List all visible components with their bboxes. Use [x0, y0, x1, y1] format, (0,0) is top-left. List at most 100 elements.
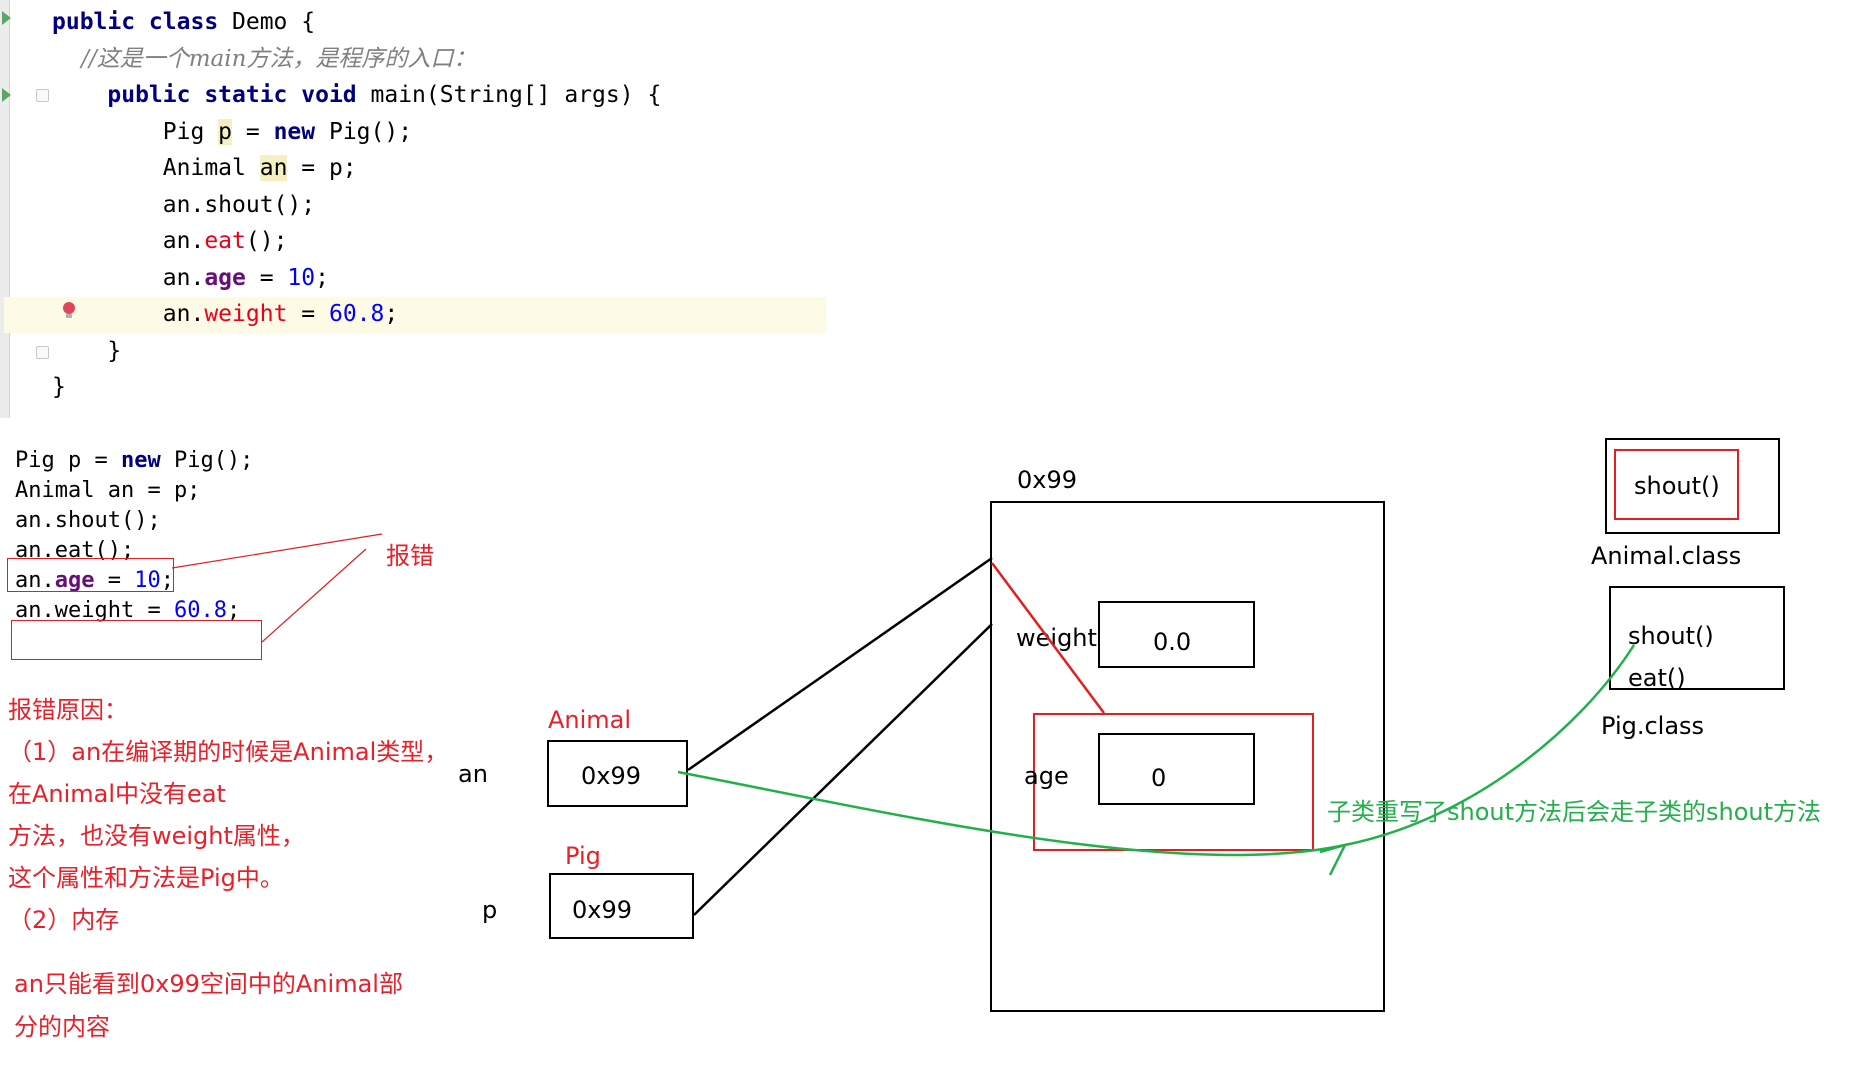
code-token: (); [245, 228, 288, 254]
code-line: an.age = 10; [15, 566, 174, 596]
code-token: main(String[] args) { [370, 82, 662, 108]
code-token: Pig(); [173, 448, 254, 473]
code-token: public static void [52, 82, 371, 108]
editor-gutter [0, 0, 10, 418]
code-token: an. [52, 264, 205, 291]
code-token: an.weight = [15, 598, 174, 623]
animal-shout-box [1614, 449, 1739, 520]
code-line: //这是一个main方法，是程序的入口： [52, 41, 476, 77]
code-token: public class [52, 9, 233, 35]
code-token: an.shout(); [15, 508, 161, 533]
p-reference-arrow [693, 623, 993, 916]
conclusion-line: 分的内容 [14, 1013, 110, 1041]
code-token: eat [204, 228, 246, 254]
code-line: an.weight = 60.8; [52, 296, 398, 332]
p-reference-box [549, 873, 694, 939]
code-token: an. [15, 568, 55, 593]
run-class-icon[interactable] [2, 11, 11, 25]
code-token: 10 [287, 264, 316, 291]
fold-icon[interactable] [36, 89, 49, 102]
code-token: Pig [52, 118, 219, 145]
code-token: an.shout(); [52, 191, 316, 218]
code-token: = [287, 301, 329, 327]
code-line: } [52, 369, 66, 405]
code-token: Pig p = [15, 448, 121, 473]
error-pointer-line [171, 533, 383, 569]
code-line: an.shout(); [52, 187, 315, 223]
an-reference-value: 0x99 [581, 762, 642, 790]
code-token: Demo { [232, 9, 316, 35]
code-line: Pig p = new Pig(); [15, 446, 253, 476]
code-token: 60.8 [328, 301, 385, 327]
reason-line: （1）an在编译期的时候是Animal类型， [8, 738, 449, 766]
code-token: p [218, 118, 233, 145]
code-token: 10 [134, 568, 161, 593]
an-reference-arrow [687, 556, 993, 772]
pig-class-box [1609, 586, 1785, 690]
code-token: ; [226, 598, 241, 623]
run-main-icon[interactable] [2, 88, 11, 102]
p-variable-label: p [482, 896, 498, 924]
an-type-label: Animal [548, 706, 632, 734]
error-label: 报错 [386, 542, 434, 570]
animal-shout-method: shout() [1634, 472, 1720, 500]
code-editor: public class Demo { //这是一个main方法，是程序的入口：… [0, 0, 830, 418]
reason-line: 在Animal中没有eat [8, 780, 226, 808]
code-token: ; [160, 568, 174, 593]
code-token: ; [384, 301, 399, 327]
code-line: public class Demo { [52, 4, 315, 40]
fold-icon[interactable] [36, 346, 49, 359]
code-line: an.eat(); [52, 223, 288, 259]
code-line: an.shout(); [15, 506, 161, 536]
code-token: 60.8 [173, 598, 227, 623]
animal-class-label: Animal.class [1591, 542, 1742, 570]
code-token: age [54, 568, 95, 593]
code-token: } [52, 337, 122, 364]
code-token: Pig(); [328, 118, 413, 145]
age-field-value: 0 [1151, 764, 1167, 792]
eat-call-box [7, 558, 174, 592]
code-token: an. [52, 228, 205, 254]
reason-line: （2）内存 [8, 906, 120, 934]
pig-shout-method: shout() [1628, 622, 1714, 650]
code-line: Animal an = p; [15, 476, 200, 506]
pig-class-label: Pig.class [1601, 712, 1705, 740]
reason-line: 方法，也没有weight属性， [8, 822, 305, 850]
code-line: Pig p = new Pig(); [52, 114, 412, 150]
override-note: 子类重写了shout方法后会走子类的shout方法 [1327, 798, 1822, 826]
animal-class-box [1605, 438, 1780, 534]
p-type-label: Pig [565, 842, 601, 870]
reason-title: 报错原因： [8, 696, 128, 724]
code-token: Animal [52, 155, 260, 181]
weight-assign-box [11, 620, 262, 660]
reason-line: 这个属性和方法是Pig中。 [8, 864, 284, 892]
conclusion-line: an只能看到0x99空间中的Animal部 [14, 970, 403, 998]
age-field-box [1098, 733, 1255, 805]
code-token: = p; [287, 155, 357, 181]
error-pointer-line [261, 548, 367, 643]
code-token: an. [52, 301, 205, 327]
code-token: new [120, 448, 174, 473]
age-field-label: age [1024, 762, 1069, 790]
code-token: = [232, 118, 274, 145]
code-token: Animal an = p; [15, 478, 201, 503]
pig-eat-method: eat() [1628, 664, 1686, 692]
an-variable-label: an [458, 760, 488, 788]
code-token: ; [315, 264, 329, 291]
code-token: an [259, 155, 288, 181]
p-reference-value: 0x99 [572, 896, 633, 924]
code-line: } [52, 333, 121, 369]
code-token: weight [204, 301, 288, 327]
code-token: } [52, 374, 66, 400]
current-line-highlight [4, 297, 826, 333]
code-token: age [204, 264, 246, 291]
weight-field-value: 0.0 [1153, 628, 1192, 656]
code-token: = [94, 568, 135, 593]
code-line: an.age = 10; [52, 260, 329, 296]
code-token: //这是一个main方法，是程序的入口： [52, 45, 477, 72]
code-token: = [245, 264, 288, 291]
weight-field-label: weight [1016, 624, 1097, 652]
error-bulb-icon[interactable] [63, 302, 75, 318]
code-token: new [273, 118, 329, 145]
heap-address-label: 0x99 [1017, 466, 1078, 494]
